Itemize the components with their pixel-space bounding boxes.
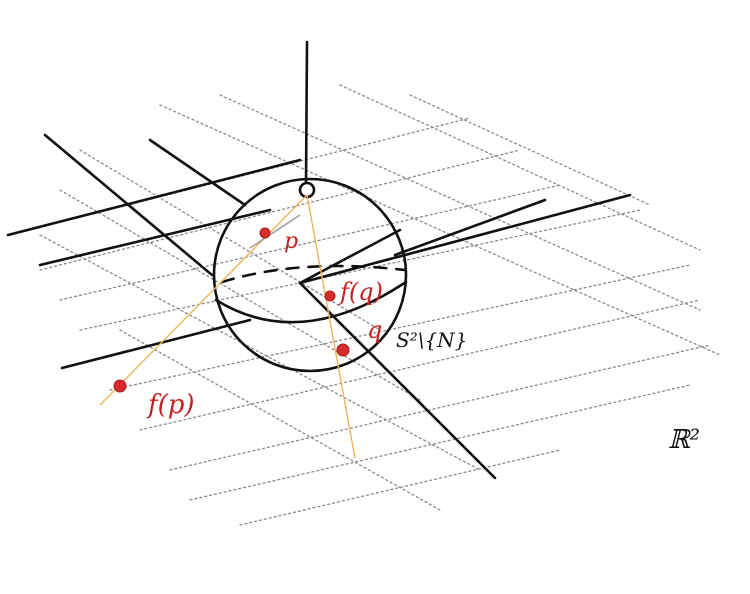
plane-grid-thick-lines (6, 133, 632, 480)
point-p (259, 227, 271, 239)
label-plane-r2: ℝ² (668, 425, 700, 455)
label-q: q (367, 316, 382, 344)
label-f-q: f(q) (338, 278, 383, 306)
point-f-p (113, 379, 127, 393)
point-q (336, 343, 350, 357)
projection-rays (99, 194, 356, 459)
label-f-p: f(p) (146, 390, 195, 420)
north-pole-marker (298, 181, 316, 199)
point-f-q (324, 290, 336, 302)
sphere (212, 177, 408, 373)
label-sphere-minus-north: S²\{N} (396, 328, 467, 352)
plane-grid-family-a (9, 117, 711, 526)
label-p: p (284, 229, 298, 254)
vertical-axis (304, 40, 309, 185)
